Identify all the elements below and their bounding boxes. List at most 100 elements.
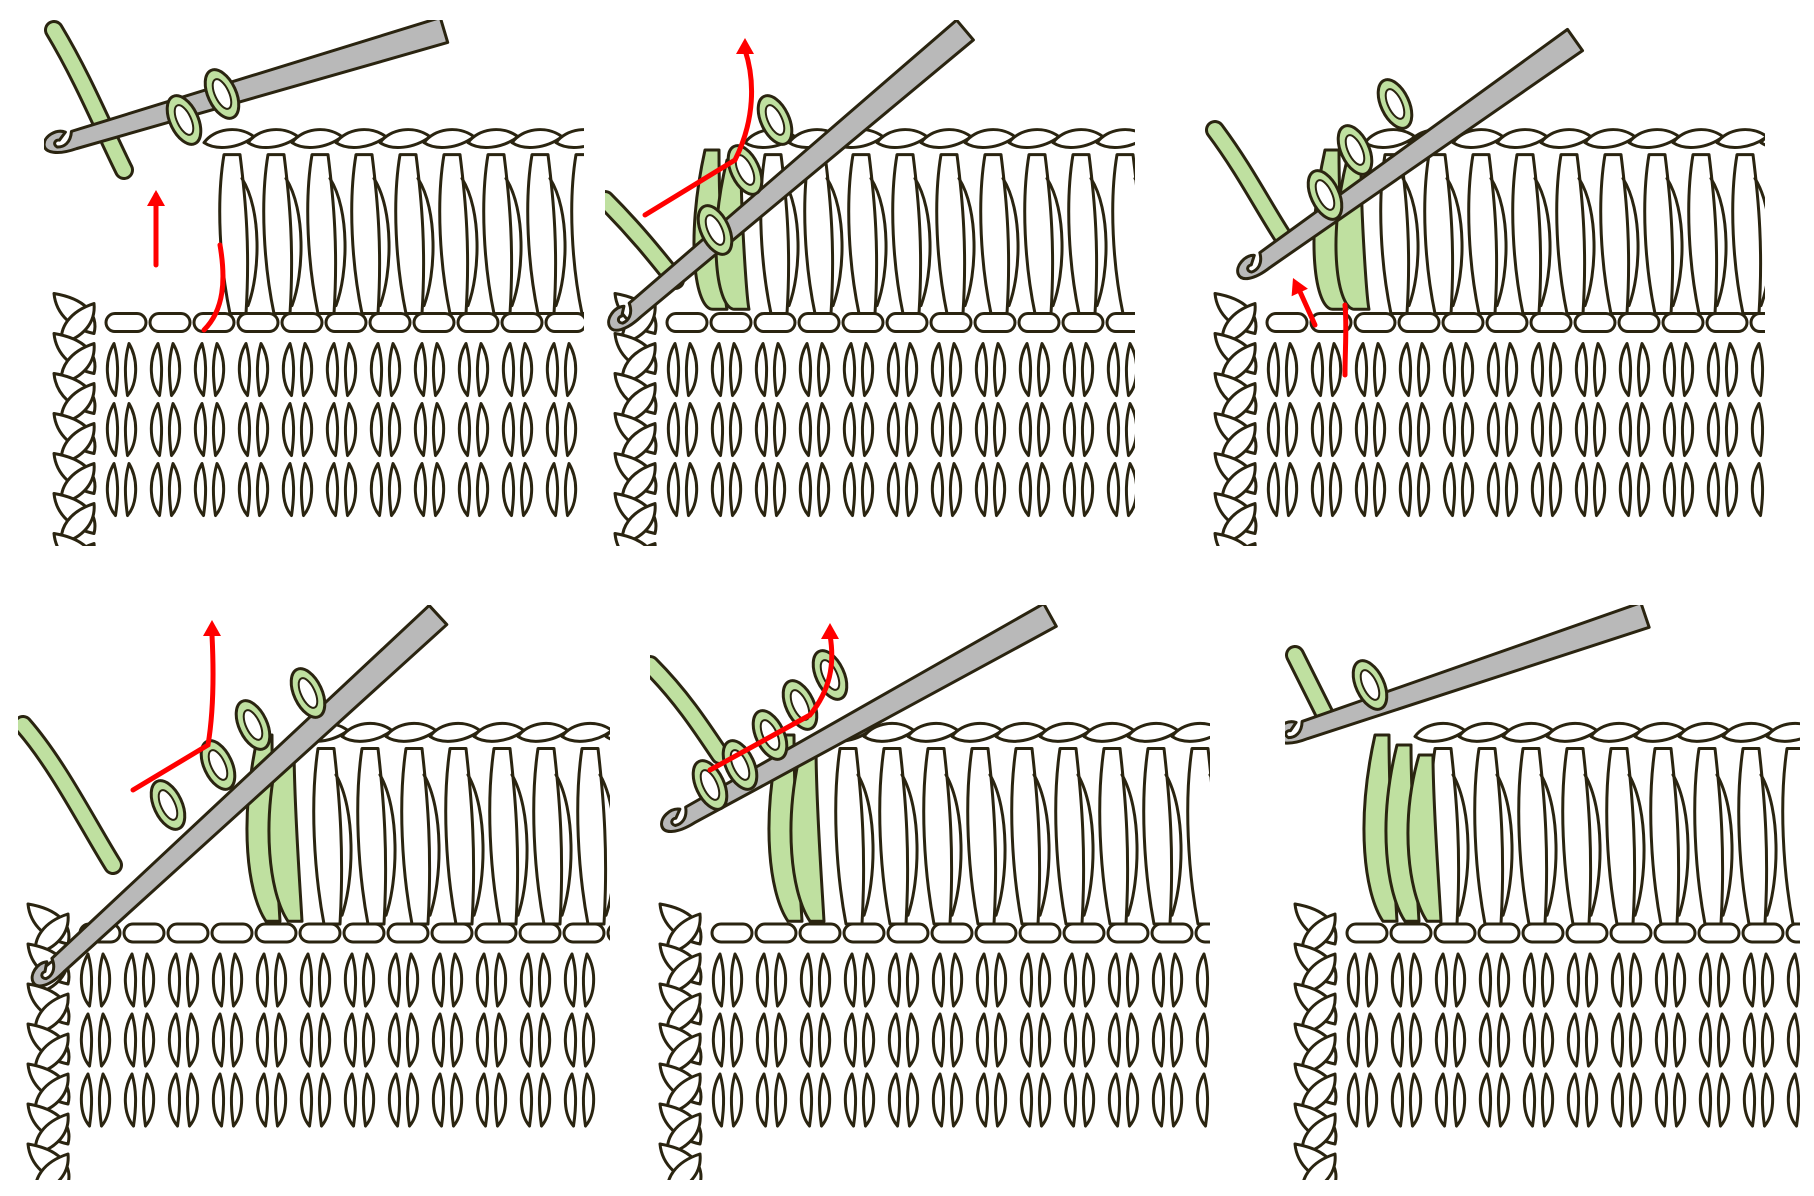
- stitch-v: [1662, 462, 1695, 518]
- stitch-v: [343, 1012, 376, 1068]
- stitch-v: [149, 342, 182, 398]
- tall-stitch: [1511, 153, 1552, 316]
- top-chain-row: [743, 128, 1135, 149]
- tall-stitch: [1186, 747, 1210, 926]
- tall-stitch: [834, 747, 875, 926]
- hook-loop-2: [165, 94, 203, 146]
- stitch-v: [1310, 462, 1343, 518]
- stitch-v: [931, 1072, 964, 1128]
- stitch-v: [211, 952, 244, 1008]
- stitch-v: [1706, 462, 1739, 518]
- stitch-v: [1018, 342, 1051, 398]
- stitch-v: [1107, 952, 1140, 1008]
- stitch-v: [666, 402, 699, 458]
- stitch-v: [545, 402, 578, 458]
- tall-stitch: [1643, 153, 1684, 316]
- stitch-v: [1478, 952, 1511, 1008]
- stitch-v: [501, 402, 534, 458]
- stitch-v: [1786, 1012, 1800, 1068]
- crochet-hook: [607, 20, 975, 332]
- stitch-v: [237, 342, 270, 398]
- stitch-v: [1662, 402, 1695, 458]
- crochet-hook: [44, 20, 450, 154]
- stitch-v: [1434, 952, 1467, 1008]
- stitch-v: [974, 462, 1007, 518]
- red-direction-arrow: [147, 190, 226, 333]
- red-direction-arrow: [1291, 278, 1349, 378]
- stitch-v: [710, 462, 743, 518]
- tall-stitch: [1555, 153, 1596, 316]
- stitch-v: [255, 952, 288, 1008]
- stitch-v: [105, 342, 138, 398]
- stitch-v: [1434, 1012, 1467, 1068]
- fabric-swatch: [1293, 721, 1800, 1180]
- top-chain-row: [1413, 721, 1800, 743]
- stitch-v: [842, 462, 875, 518]
- hook-loop-1: [1376, 78, 1414, 130]
- stitch-v: [1266, 462, 1299, 518]
- tall-stitch: [803, 153, 844, 316]
- stitch-v: [1742, 1012, 1775, 1068]
- stitch-v: [281, 462, 314, 518]
- tall-stitch: [891, 153, 932, 316]
- tall-stitch: [979, 153, 1020, 316]
- stitch-v: [413, 462, 446, 518]
- stitch-v: [1530, 342, 1563, 398]
- edge-braid: [1213, 292, 1258, 546]
- stitch-v: [1062, 462, 1095, 518]
- stitch-v: [755, 952, 788, 1008]
- stitch-v: [1195, 1072, 1210, 1128]
- stitch-v: [1786, 952, 1800, 1008]
- stitch-v: [501, 462, 534, 518]
- stitch-v: [754, 462, 787, 518]
- tall-stitch: [1142, 747, 1183, 926]
- step-illustration: [18, 605, 610, 1180]
- stitch-v: [457, 342, 490, 398]
- stitch-v: [1574, 402, 1607, 458]
- stitch-v: [519, 952, 552, 1008]
- stitch-v: [299, 1012, 332, 1068]
- stitch-v: [799, 1012, 832, 1068]
- working-yarn: [18, 715, 123, 875]
- stitch-v: [1530, 402, 1563, 458]
- stitch-bar-row: [78, 922, 610, 944]
- stitch-v: [475, 952, 508, 1008]
- stitch-v: [79, 952, 112, 1008]
- stitch-v: [105, 402, 138, 458]
- tall-stitch: [1423, 153, 1464, 316]
- tall-stitch: [1098, 747, 1139, 926]
- stitch-v: [931, 952, 964, 1008]
- stitch-v: [1107, 1072, 1140, 1128]
- hook-loop-1: [756, 94, 794, 146]
- stitch-v: [1106, 462, 1135, 518]
- stitch-v: [710, 342, 743, 398]
- stitch-v: [843, 952, 876, 1008]
- tall-stitch: [1781, 747, 1800, 926]
- step-illustration: [605, 20, 1135, 546]
- step-illustration: [1205, 27, 1765, 546]
- stitch-v: [299, 1072, 332, 1128]
- stitch-v: [457, 402, 490, 458]
- stitch-v: [843, 1012, 876, 1068]
- stitch-v: [149, 402, 182, 458]
- stitch-v: [1310, 342, 1343, 398]
- tall-stitch: [1649, 747, 1690, 926]
- stitch-v: [1354, 342, 1387, 398]
- stitch-v: [930, 402, 963, 458]
- tall-stitch: [1379, 153, 1420, 316]
- stitch-v: [1063, 1012, 1096, 1068]
- fabric-swatch: [26, 721, 610, 1180]
- stitch-v: [167, 952, 200, 1008]
- tall-stitch: [394, 153, 435, 316]
- stitch-v: [1346, 952, 1379, 1008]
- stitch-v: [167, 1072, 200, 1128]
- stitch-v: [1654, 952, 1687, 1008]
- stitch-bar-row: [710, 922, 1210, 944]
- stitch-v: [193, 402, 226, 458]
- stitch-v: [1486, 462, 1519, 518]
- stitch-v: [1442, 342, 1475, 398]
- stitch-v: [1195, 952, 1210, 1008]
- tall-stitch: [350, 153, 391, 316]
- tall-stitch: [1599, 153, 1640, 316]
- stitch-v: [930, 462, 963, 518]
